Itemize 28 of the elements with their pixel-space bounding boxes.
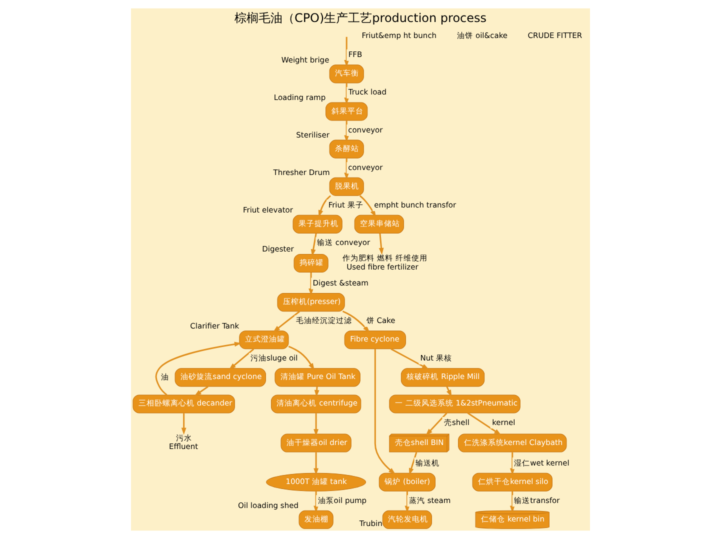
- arrow: [313, 491, 318, 513]
- arrow: [466, 412, 501, 436]
- arrow: [425, 412, 447, 436]
- arrow: [404, 491, 410, 513]
- arrow: [313, 413, 318, 436]
- arrow: [344, 83, 349, 105]
- arrow: [344, 158, 349, 180]
- arrow: [288, 346, 314, 370]
- arrow: [313, 452, 318, 476]
- arrow: [509, 452, 514, 476]
- arrow: [358, 195, 376, 218]
- arrow: [344, 120, 349, 142]
- arrow: [342, 310, 370, 332]
- arrow: [272, 310, 300, 332]
- arrow: [194, 386, 208, 396]
- arrow: [310, 233, 316, 256]
- diagram-title: 棕榈毛油（CPO)生产工艺production process: [234, 10, 486, 25]
- arrow: [344, 36, 349, 68]
- arrow: [509, 491, 514, 513]
- arrow: [390, 348, 428, 370]
- arrow: [308, 272, 313, 296]
- arrow: [408, 452, 417, 476]
- arrow: [180, 413, 186, 435]
- arrow: [374, 348, 396, 474]
- arrow: [378, 233, 384, 255]
- arrow: [154, 342, 242, 396]
- arrow: [318, 195, 330, 218]
- arrow: [228, 348, 254, 370]
